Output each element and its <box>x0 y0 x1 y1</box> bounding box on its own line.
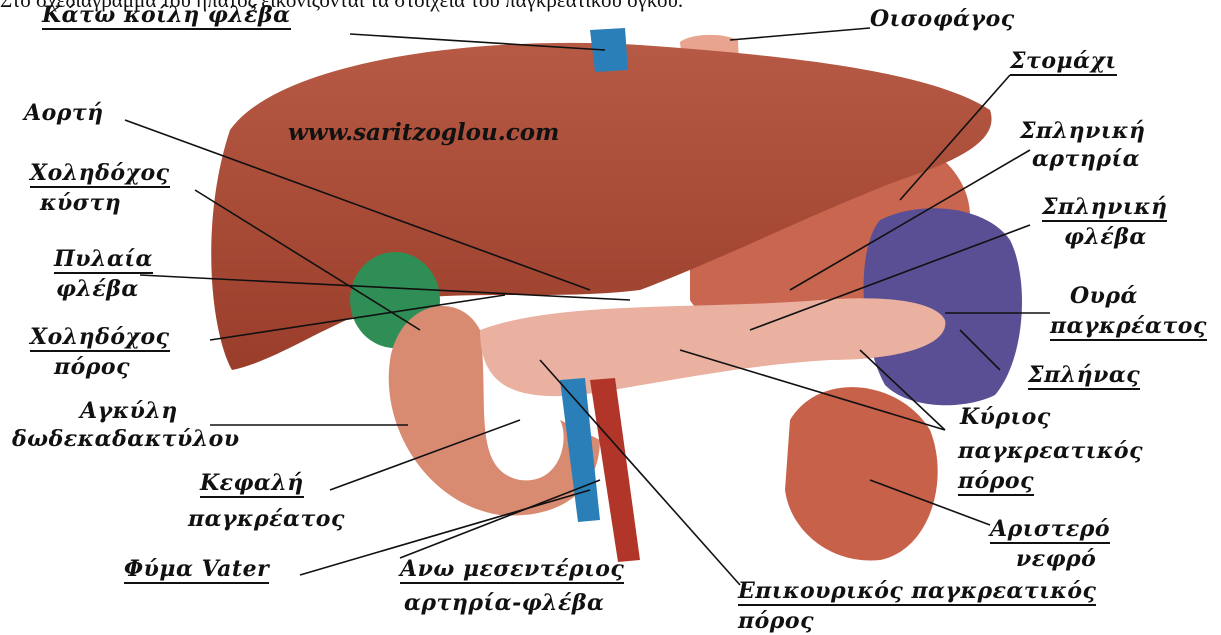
label-bile-duct-2: πόρος <box>54 354 130 380</box>
label-spleen: Σπλήνας <box>1028 362 1140 390</box>
label-splenic-vein-1: Σπληνική <box>1042 194 1167 222</box>
label-duodenum-2: δωδεκαδακτύλου <box>12 426 240 452</box>
label-duodenum-1: Αγκύλη <box>80 398 178 424</box>
label-esophagus: Οισοφάγος <box>870 6 1015 32</box>
label-portal-vein-2: φλέβα <box>56 276 139 302</box>
label-vater: Φύμα Vater <box>124 556 269 584</box>
label-pancreas-tail-1: Ουρά <box>1070 283 1138 309</box>
label-accessory-duct-1: Επικουρικός παγκρεατικός <box>738 578 1096 606</box>
label-splenic-artery-1: Σπληνική <box>1020 118 1145 144</box>
label-pancreas-head-1: Κεφαλή <box>200 470 304 498</box>
label-pancreas-tail-2: παγκρέατος <box>1050 313 1207 341</box>
label-gallbladder-2: κύστη <box>40 190 121 216</box>
label-bile-duct-1: Χοληδόχος <box>30 324 170 352</box>
label-stomach: Στομάχι <box>1010 48 1117 76</box>
label-mesenteric-1: Ανω μεσεντέριος <box>400 556 624 584</box>
label-left-kidney-1: Αριστερό <box>990 516 1110 544</box>
label-mesenteric-2: αρτηρία-φλέβα <box>404 590 604 616</box>
label-splenic-vein-2: φλέβα <box>1064 224 1147 250</box>
label-splenic-artery-2: αρτηρία <box>1032 146 1140 172</box>
label-accessory-duct-2: πόρος <box>738 608 814 634</box>
label-main-duct-1: Κύριος <box>960 404 1051 430</box>
pancreas-shape <box>480 298 945 396</box>
label-main-duct-3: πόρος <box>958 468 1034 496</box>
label-pancreas-head-2: παγκρέατος <box>188 506 345 532</box>
aorta-shape <box>590 378 640 562</box>
label-portal-vein-1: Πυλαία <box>54 246 153 274</box>
left-kidney-shape <box>785 387 938 560</box>
label-main-duct-2: παγκρεατικός <box>958 438 1143 464</box>
label-aorta: Αορτή <box>24 100 104 126</box>
label-gallbladder-1: Χοληδόχος <box>30 160 170 188</box>
label-vena-cava: Κάτω κοίλη φλέβα <box>42 2 291 30</box>
label-left-kidney-2: νεφρό <box>1016 546 1096 572</box>
watermark: www.saritzoglou.com <box>288 119 559 146</box>
